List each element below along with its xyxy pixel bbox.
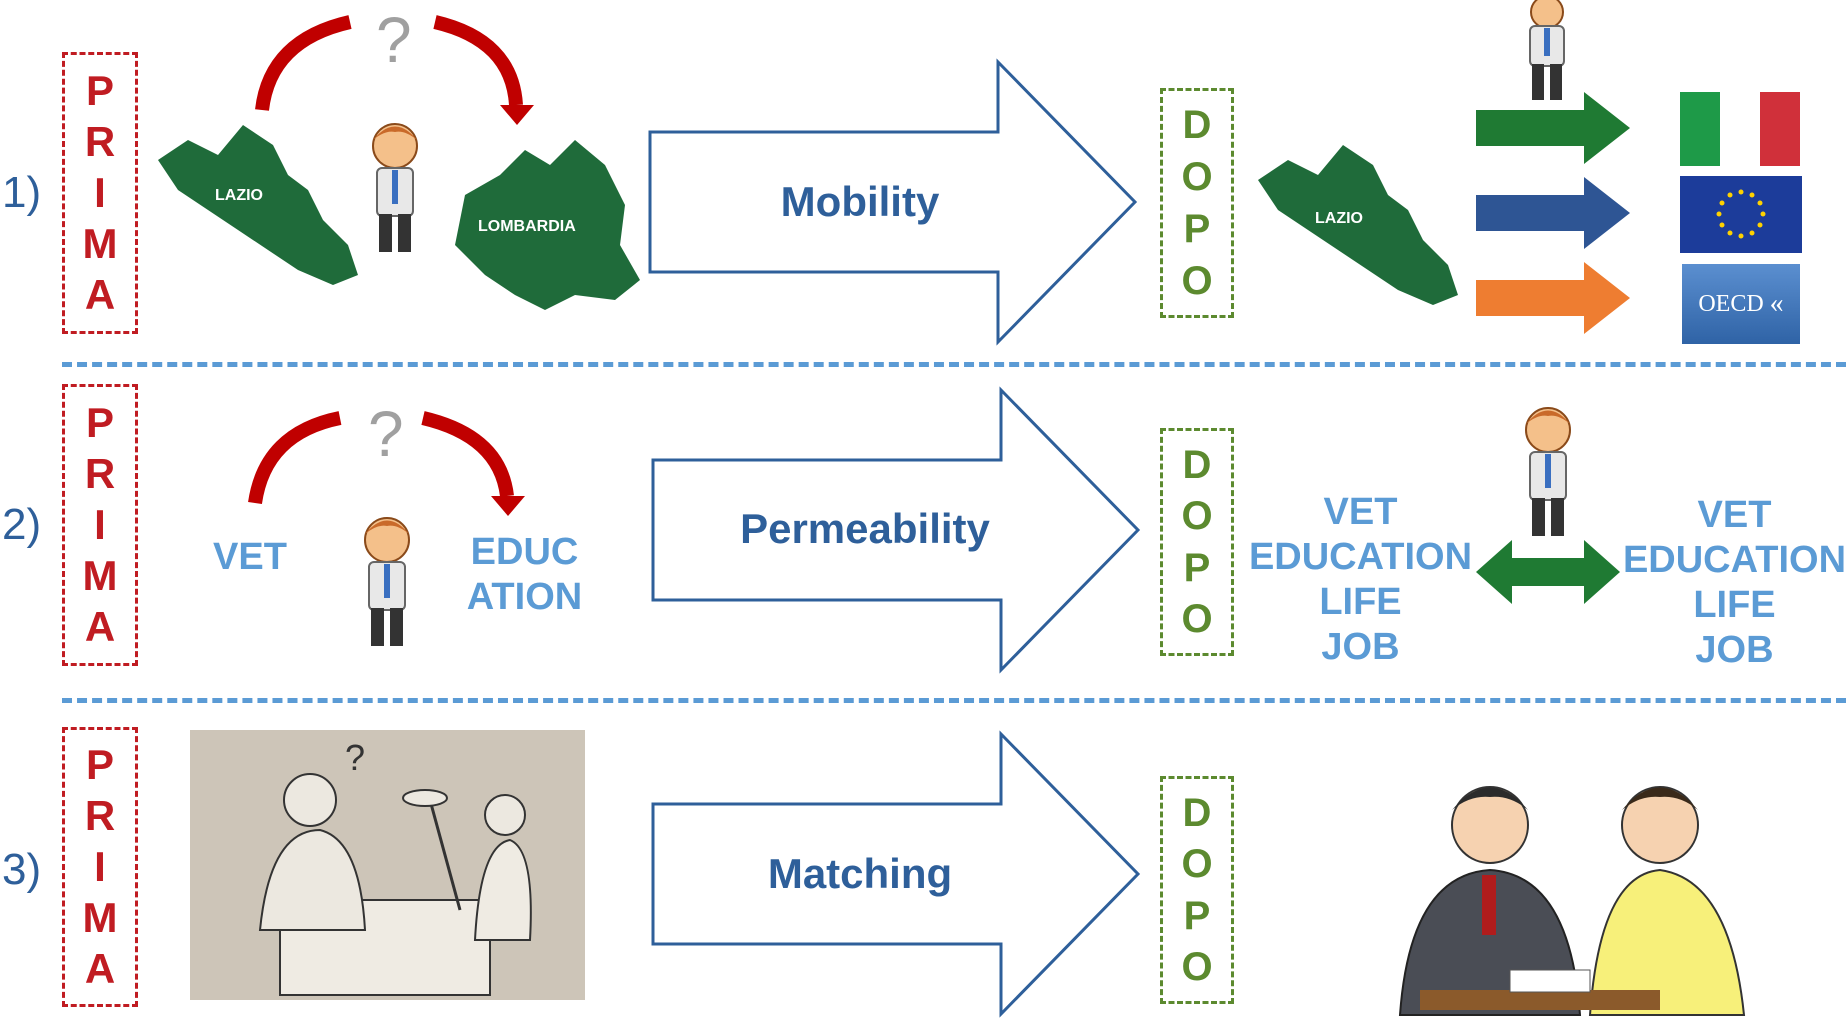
list-item: VET [1323,491,1398,533]
mobility-label: Mobility [780,178,940,225]
education-line-1: EDUC [470,531,579,573]
prima-letter: P [85,66,114,114]
permeability-label: Permeability [740,505,990,552]
prima-box-2: P R I M A [62,384,138,666]
prima-letter: P [85,398,114,446]
prima-letter: R [84,792,116,840]
dopo-letter: O [1181,494,1213,539]
row-divider-2 [62,698,1846,703]
blue-arrow-eu [1476,177,1630,249]
prima-letter: M [82,893,118,941]
big-arrow-1 [648,58,1138,346]
sketch-question-mark: ? [345,737,365,778]
student-boy-icon [372,123,418,252]
row-number-1: 1) [2,168,42,217]
prima-letter: P [85,741,114,789]
student-boy-icon [1525,407,1571,536]
big-arrow-3 [651,730,1141,1018]
list-item: VET [1697,494,1772,536]
question-mark: ? [368,398,404,470]
orange-arrow-oecd [1476,262,1630,334]
red-curve-arrows-1 [255,15,534,125]
question-mark: ? [376,4,412,76]
row-number-3: 3) [2,845,42,894]
oecd-text: OECD [1698,290,1764,317]
list-item: JOB [1321,626,1400,668]
red-curve-arrows-2 [248,411,525,516]
lazio-map-icon [1258,145,1458,305]
list-item: LIFE [1319,581,1402,623]
prima-letter: M [82,552,118,600]
list-item: JOB [1695,629,1774,671]
prima-letter: A [84,271,116,319]
student-boy-icon [1529,0,1565,100]
prima-letter: A [84,603,116,651]
row-divider-1 [62,362,1846,367]
lombardia-map-icon [455,140,640,310]
prima-letter: M [82,220,118,268]
dopo-letter: D [1182,442,1212,487]
dopo-letter: D [1182,103,1212,147]
lazio-label: LAZIO [215,187,263,204]
prima-letter: A [84,944,116,992]
education-line-2: ATION [466,576,583,618]
row-number-2: 2) [2,500,42,549]
dopo-letter: O [1181,842,1213,887]
list-item: EDUCATION [1248,536,1473,578]
dopo-letter: D [1182,790,1212,835]
dopo-box-3: D O P O [1160,776,1234,1004]
eu-flag-icon [1680,176,1802,253]
oecd-logo: OECD« [1682,264,1800,344]
prima-letter: I [94,500,106,548]
dopo-letter: O [1181,597,1213,642]
interview-sketch-image: ? [190,730,585,1000]
prima-box-3: P R I M A [62,727,138,1007]
italy-flag-icon [1680,92,1800,166]
list-item: EDUCATION [1622,539,1847,581]
prima-letter: I [94,168,106,216]
prima-letter: R [84,117,116,165]
list-item: LIFE [1693,584,1776,626]
lazio-map-icon [158,125,358,285]
prima-letter: I [94,842,106,890]
dopo-letter: O [1181,259,1213,303]
lazio-label: LAZIO [1315,210,1363,227]
dopo-box-1: D O P O [1160,88,1234,318]
big-arrow-2 [651,386,1141,674]
dopo-letter: P [1183,207,1211,251]
vet-label: VET [213,536,287,578]
student-boy-icon [364,517,410,646]
dopo-box-2: D O P O [1160,428,1234,656]
green-arrow-italy [1476,92,1630,164]
dopo-letter: P [1183,893,1211,938]
education-label: EDUC ATION [462,530,587,620]
prima-box-1: P R I M A [62,52,138,334]
oecd-chevron-icon: « [1769,288,1784,319]
dopo-right-list: VET EDUCATION LIFE JOB [1622,493,1847,673]
double-arrow-icon [1476,540,1620,604]
dopo-letter: O [1181,155,1213,199]
lombardia-label: LOMBARDIA [478,218,576,235]
prima-letter: R [84,449,116,497]
job-interview-image [1398,786,1746,1016]
matching-label: Matching [767,850,953,897]
dopo-left-list: VET EDUCATION LIFE JOB [1248,490,1473,670]
dopo-letter: O [1181,945,1213,990]
dopo-letter: P [1183,545,1211,590]
